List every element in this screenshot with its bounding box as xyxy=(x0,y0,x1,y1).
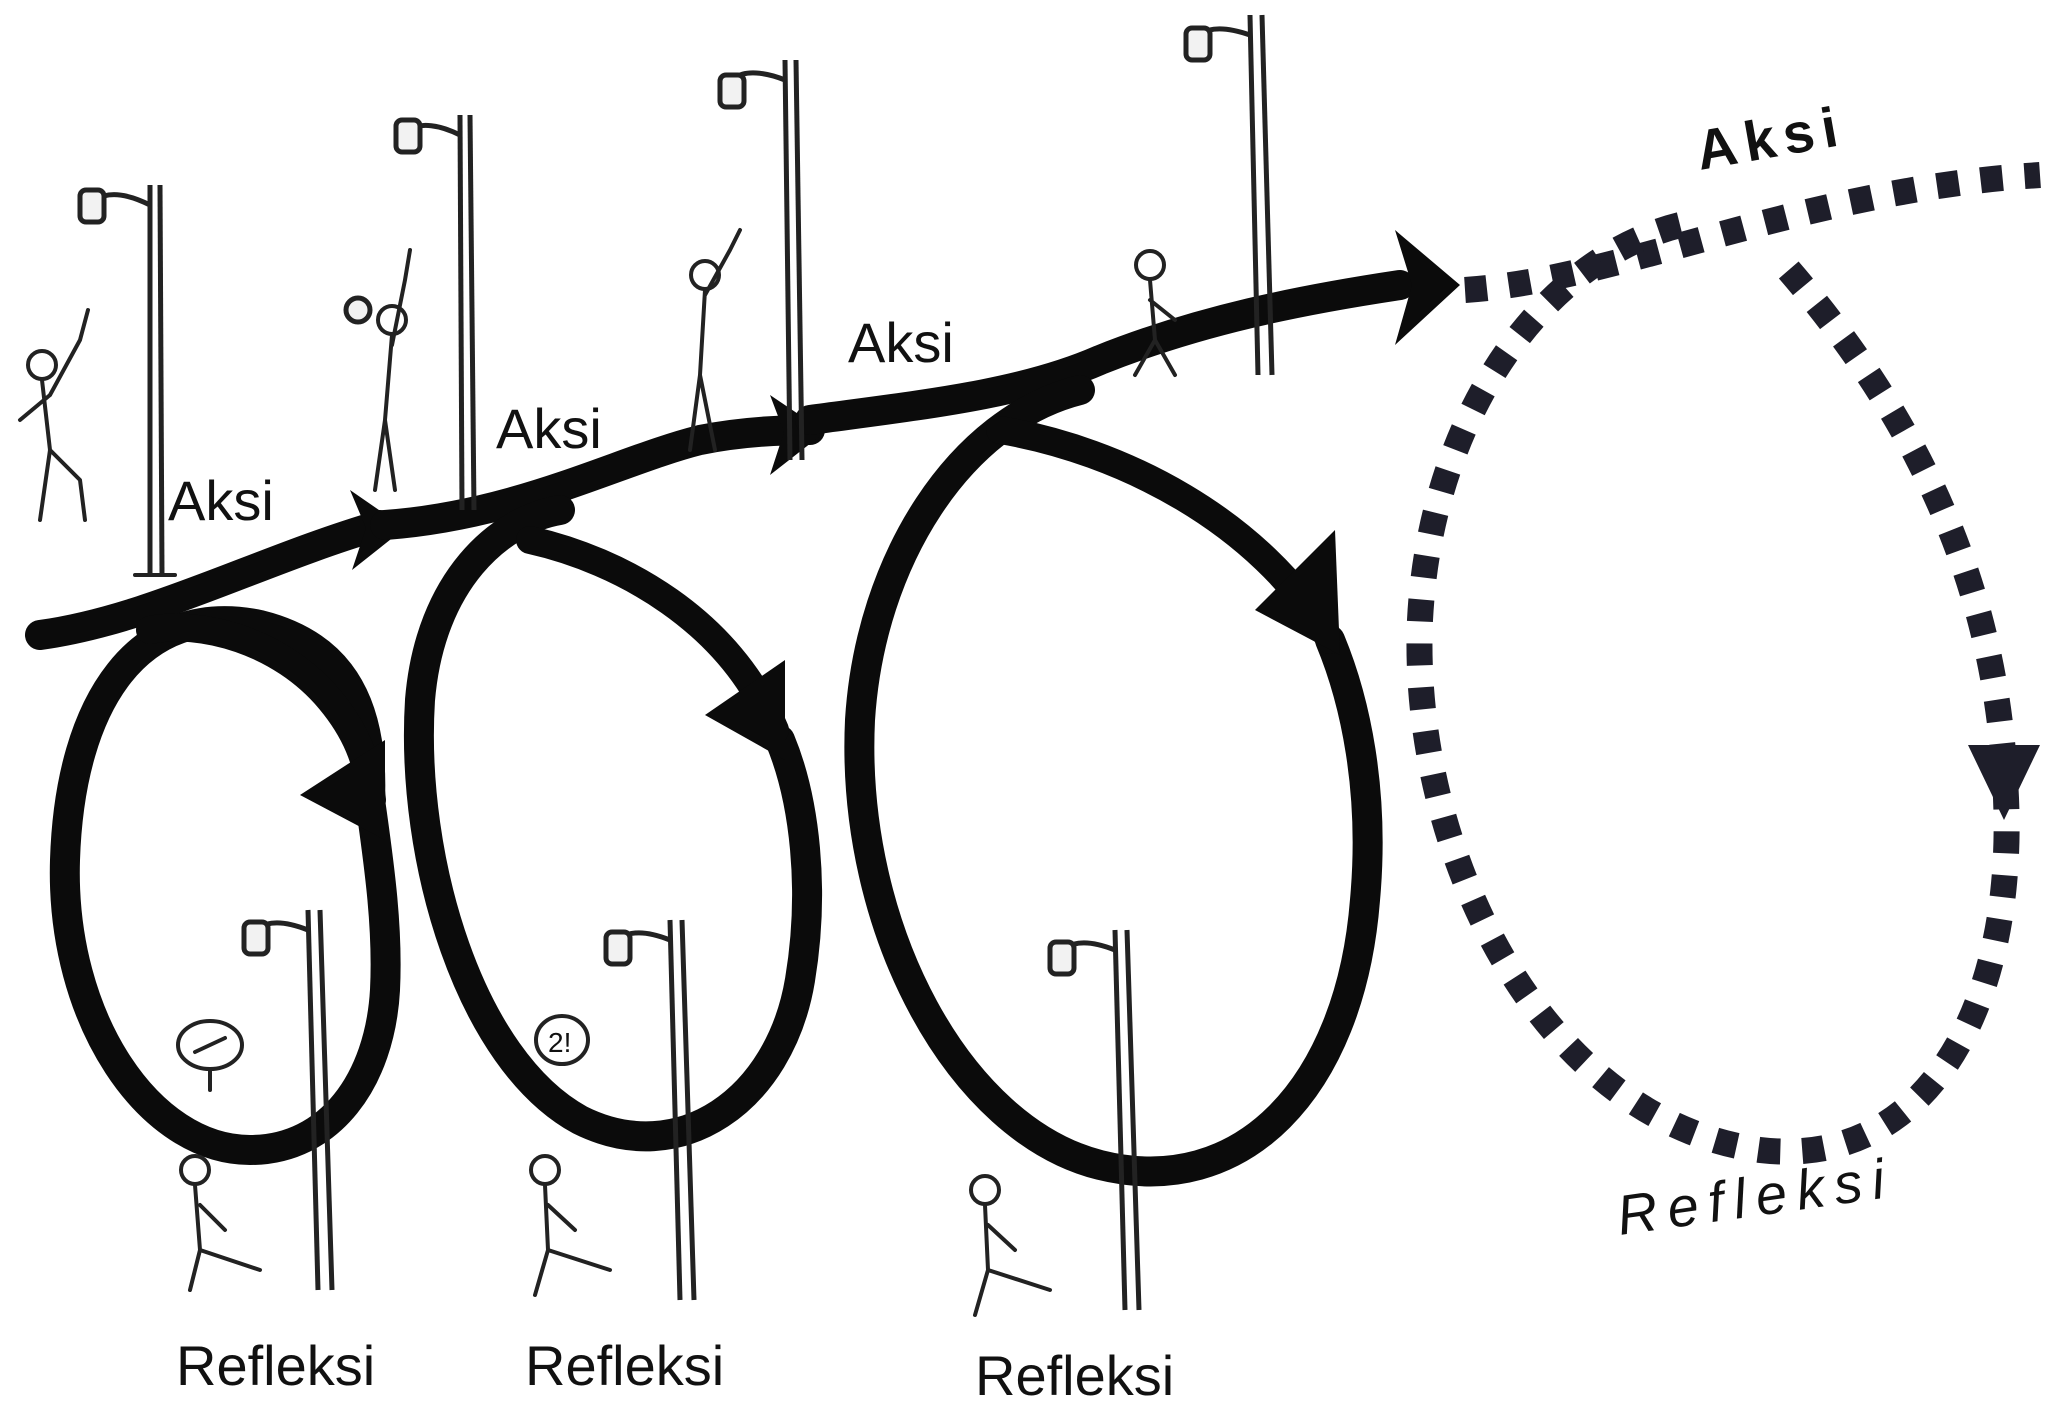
cycle-next-reflection-label: Refleksi xyxy=(1613,1146,1898,1247)
cycle-1-loop xyxy=(40,490,405,1150)
player-7-resting xyxy=(971,1176,1050,1315)
arrowhead-cycle-next-reflect xyxy=(1968,745,2040,820)
pole-7 xyxy=(1050,930,1139,1310)
cycle-1-reflection-label: Refleksi xyxy=(176,1334,375,1397)
player-6-resting-thinking: 2! xyxy=(531,1016,610,1295)
player-2-shooting xyxy=(346,250,410,490)
cycle-3-action-label: Aksi xyxy=(848,311,954,374)
cycle-2-loop xyxy=(385,395,825,1136)
arrowhead-cycle-1-reflect xyxy=(300,740,385,840)
cycle-2-reflection-label: Refleksi xyxy=(525,1334,724,1397)
pole-2 xyxy=(396,115,474,510)
cycle-2-action-label: Aksi xyxy=(496,397,602,460)
thought-bubble-text: 2! xyxy=(548,1027,571,1058)
cycle-next-action-label: Aksi xyxy=(1691,94,1850,182)
player-1-jumping xyxy=(20,310,88,520)
cycle-next-dashed-loop xyxy=(1419,175,2040,1152)
cycle-1-action-label: Aksi xyxy=(168,469,274,532)
pole-1 xyxy=(80,185,175,575)
pole-6 xyxy=(606,920,694,1300)
player-3-shooting xyxy=(690,230,740,450)
pole-3 xyxy=(720,60,802,460)
cycle-3-reflection-label: Refleksi xyxy=(975,1344,1174,1404)
pole-5 xyxy=(244,910,332,1290)
